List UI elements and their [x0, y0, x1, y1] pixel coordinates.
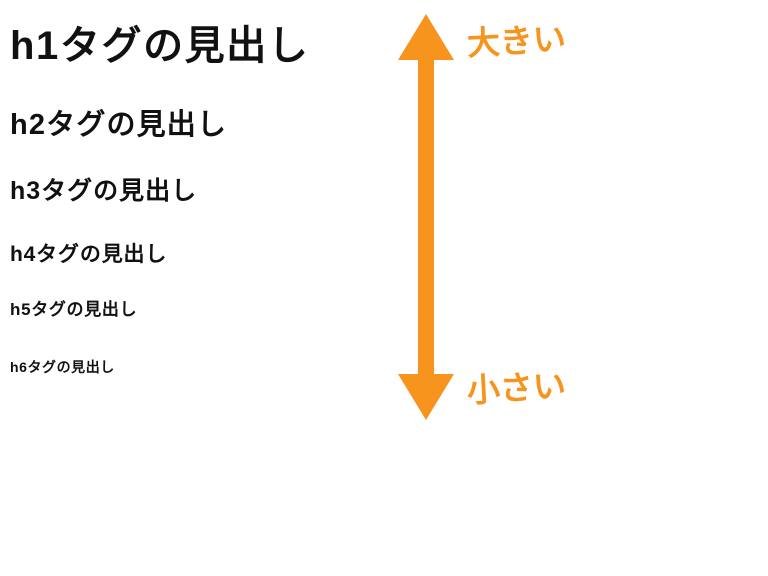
- large-size-label: 大きい: [466, 19, 567, 62]
- small-size-label: 小さい: [466, 366, 567, 409]
- heading-h4-sample: h4タグの見出し: [10, 243, 168, 266]
- double-headed-vertical-arrow-icon: [398, 14, 454, 420]
- arrow-shape: [398, 14, 454, 420]
- heading-h5-sample: h5タグの見出し: [10, 300, 138, 319]
- heading-h2-sample: h2タグの見出し: [10, 109, 228, 141]
- heading-h1-sample: h1タグの見出し: [10, 24, 310, 68]
- heading-h3-sample: h3タグの見出し: [10, 177, 198, 205]
- heading-h6-sample: h6タグの見出し: [10, 359, 115, 375]
